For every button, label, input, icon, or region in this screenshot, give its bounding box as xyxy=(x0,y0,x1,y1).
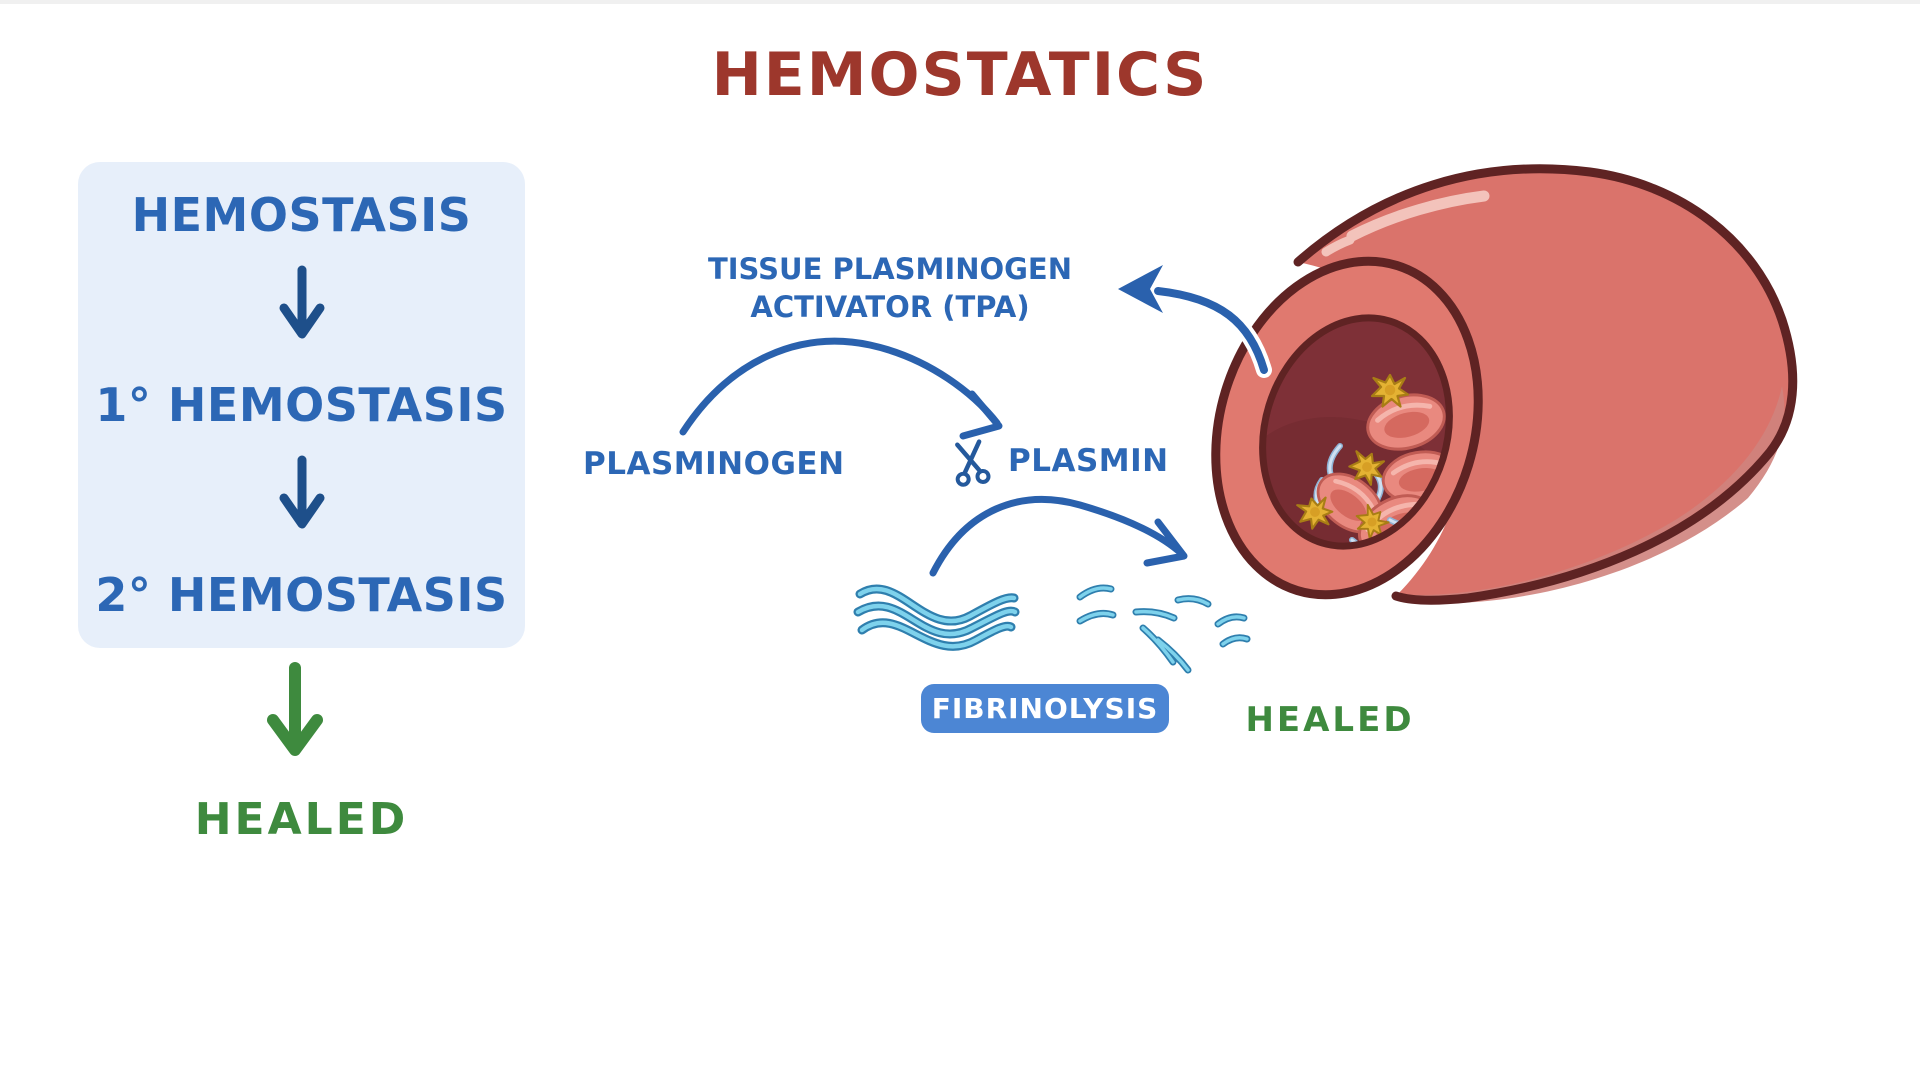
flow-result-healed: HEALED xyxy=(194,794,409,845)
curved-arrow-right-icon xyxy=(679,337,1003,440)
blood-vessel-illustration xyxy=(1211,164,1798,605)
down-arrow-icon xyxy=(279,265,324,339)
page-title: HEMOSTATICS xyxy=(711,40,1209,110)
flow-step-primary-hemostasis: 1° HEMOSTASIS xyxy=(95,378,508,432)
plasmin-label: PLASMIN xyxy=(1008,443,1169,479)
curved-arrow-right-icon xyxy=(929,495,1188,577)
flow-step-hemostasis: HEMOSTASIS xyxy=(131,188,472,242)
down-arrow-icon xyxy=(279,455,324,529)
tpa-label: TISSUE PLASMINOGEN ACTIVATOR (TPA) xyxy=(690,250,1090,326)
plasminogen-label: PLASMINOGEN xyxy=(583,446,845,482)
fibrinolysis-badge: FIBRINOLYSIS xyxy=(921,684,1169,733)
top-edge-line xyxy=(0,0,1920,4)
vessel-status-healed: HEALED xyxy=(1245,700,1415,740)
tpa-label-line1: TISSUE PLASMINOGEN xyxy=(707,252,1072,286)
flow-step-secondary-hemostasis: 2° HEMOSTASIS xyxy=(95,568,508,622)
scissors-icon xyxy=(955,439,991,487)
down-arrow-green-icon xyxy=(267,662,323,756)
fibrin-strands-icon xyxy=(853,584,1020,651)
hemostasis-flowchart-panel: HEMOSTASIS 1° HEMOSTASIS 2° HEMOSTASIS xyxy=(78,162,525,648)
tpa-label-line2: ACTIVATOR (TPA) xyxy=(750,290,1030,324)
